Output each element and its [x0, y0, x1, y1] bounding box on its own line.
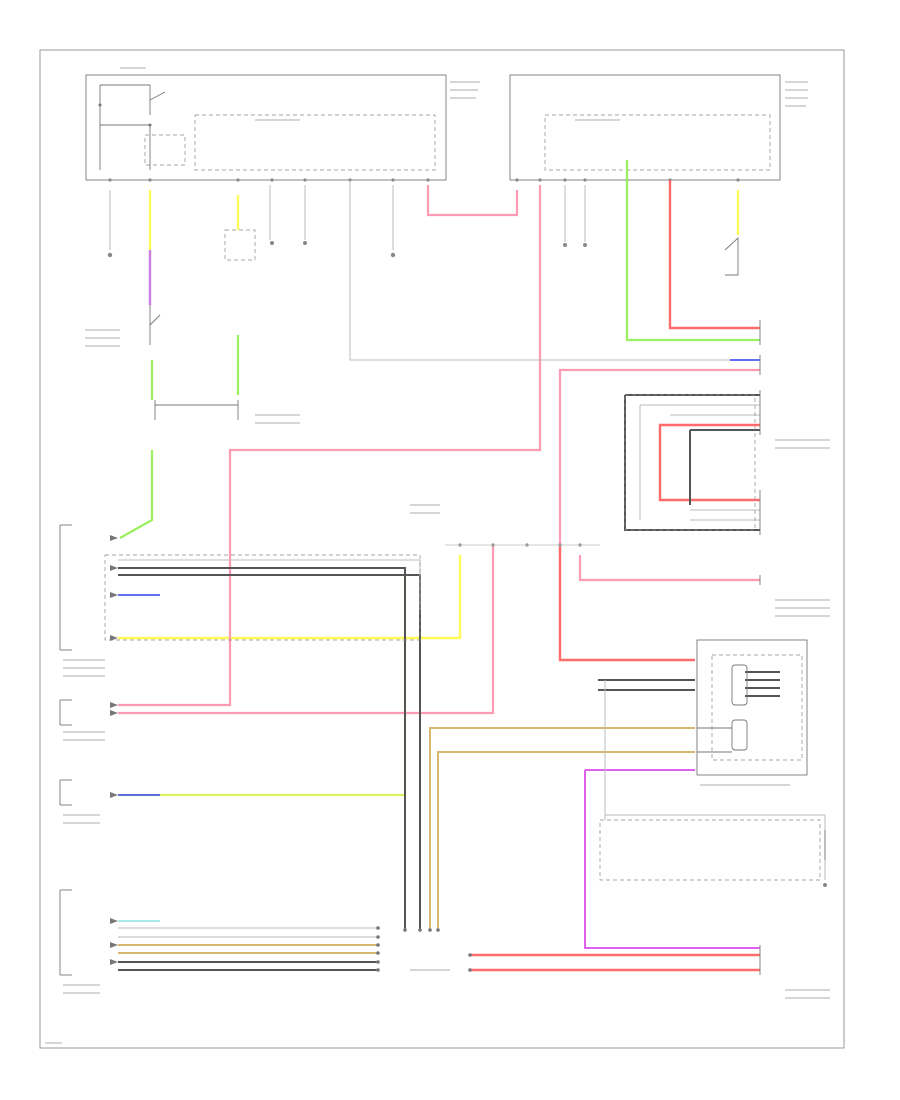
magenta-wires: [584, 769, 760, 949]
left-connector-blocks: [59, 524, 421, 976]
left-pin-arrows: [110, 535, 118, 965]
bottom-terminal-points: [376, 926, 472, 972]
ground-symbols: [107, 241, 827, 887]
lime-wires: [118, 575, 407, 797]
module-box-right: [624, 394, 756, 531]
left-junction-block: [85, 74, 447, 181]
relay-switch: [149, 229, 739, 420]
red-wires: [470, 180, 760, 972]
diagram-border: [39, 49, 845, 1049]
motor-assembly: [696, 639, 808, 776]
tan-wires: [118, 727, 695, 954]
blue-wires: [118, 359, 760, 796]
yellow-wires: [118, 190, 740, 640]
right-junction-block: [509, 74, 781, 181]
pink-wires: [118, 185, 760, 715]
gray-wires: [109, 180, 826, 938]
switch-assembly: [599, 819, 826, 881]
green-wires: [119, 160, 760, 539]
central-connector: [445, 543, 600, 547]
dark-wires: [118, 394, 780, 971]
illegible-label-marks: [45, 67, 830, 1044]
